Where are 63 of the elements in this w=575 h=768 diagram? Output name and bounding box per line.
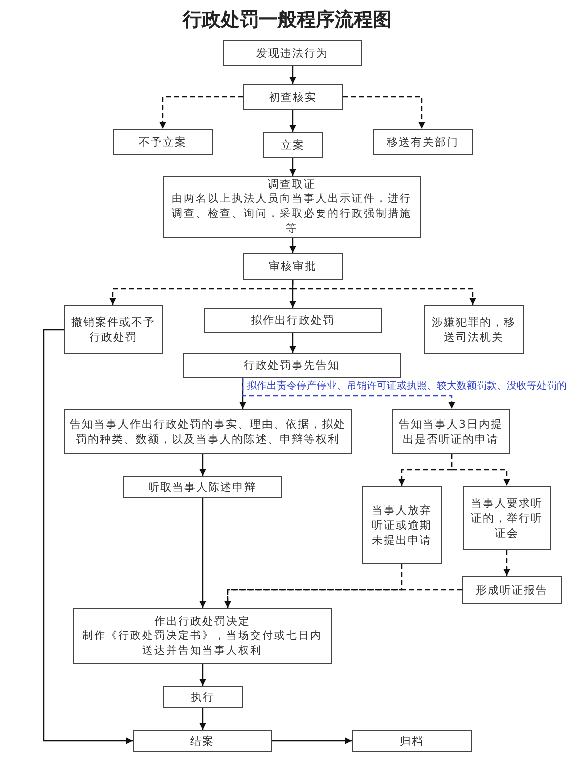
arrow — [200, 708, 206, 730]
process-box — [263, 132, 323, 158]
box-text: 归档 — [400, 734, 424, 748]
arrow — [290, 333, 296, 353]
process-box — [183, 353, 401, 378]
box-text: 移送有关部门 — [387, 134, 459, 150]
arrow — [290, 66, 296, 84]
box-text: 告知当事人3日内提出是否听证的申请 — [398, 416, 504, 446]
box-text: 拟作出行政处罚 — [251, 313, 335, 328]
box-text: 结案 — [190, 734, 214, 748]
box-text: 制作《行政处罚决定书》，当场交付或七日内送达并告知当事人权利 — [82, 628, 324, 658]
process-box — [64, 409, 352, 454]
box-text: 当事人要求听证的，举行听证会 — [470, 496, 544, 540]
process-box — [243, 84, 343, 110]
box-text: 由两名以上执法人员向当事人出示证件，进行调查、检查、询问，采取必要的行政强制措施等 — [171, 192, 413, 237]
box-text: 涉嫌犯罪的，移送司法机关 — [431, 314, 517, 344]
process-box — [163, 686, 243, 708]
process-box — [243, 253, 343, 280]
process-box — [352, 730, 472, 752]
process-box — [133, 730, 272, 752]
process-box — [64, 305, 163, 354]
box-text: 形成听证报告 — [476, 582, 548, 598]
box-text: 审核审批 — [269, 259, 317, 274]
process-box — [73, 608, 332, 664]
arrow — [292, 280, 476, 305]
arrow — [242, 378, 456, 409]
arrow — [290, 110, 296, 132]
process-box — [463, 486, 551, 550]
process-box — [204, 308, 382, 333]
box-text: 行政处罚事先告知 — [244, 358, 340, 373]
arrow — [43, 329, 133, 744]
process-box — [223, 40, 362, 66]
arrow — [272, 738, 352, 744]
arrow — [290, 238, 296, 253]
arrow — [451, 454, 510, 486]
box-text: 撤销案件或不予行政处罚 — [70, 314, 156, 344]
process-box — [462, 576, 562, 604]
process-box — [392, 409, 510, 454]
process-box — [373, 129, 473, 155]
box-text: 不予立案 — [139, 134, 187, 150]
box-text: 听取当事人陈述申辩 — [148, 480, 256, 494]
box-text: 告知当事人作出行政处罚的事实、理由、依据，拟处罚的种类、数额，以及当事人的陈述、申辩等权利 — [69, 416, 347, 446]
arrow — [160, 96, 243, 129]
arrow — [200, 664, 206, 686]
arrow — [504, 550, 510, 576]
arrow — [290, 158, 296, 176]
box-heading: 调查取证 — [268, 177, 316, 192]
process-box — [163, 176, 421, 238]
process-box — [424, 305, 524, 354]
arrow — [200, 454, 206, 476]
box-text: 执行 — [191, 690, 215, 704]
box-heading: 作出行政处罚决定 — [154, 614, 250, 628]
arrow — [343, 96, 426, 129]
process-box — [113, 129, 213, 155]
title: 行政处罚一般程序流程图 — [183, 8, 392, 33]
arrow — [224, 589, 462, 608]
process-box — [362, 486, 442, 564]
box-text: 当事人放弃听证或逾期未提出申请 — [371, 502, 433, 548]
box-text: 立案 — [281, 138, 305, 152]
arrow — [200, 498, 206, 608]
box-text: 发现违法行为 — [256, 46, 328, 60]
process-box — [123, 476, 282, 498]
box-text: 初查核实 — [269, 90, 317, 104]
